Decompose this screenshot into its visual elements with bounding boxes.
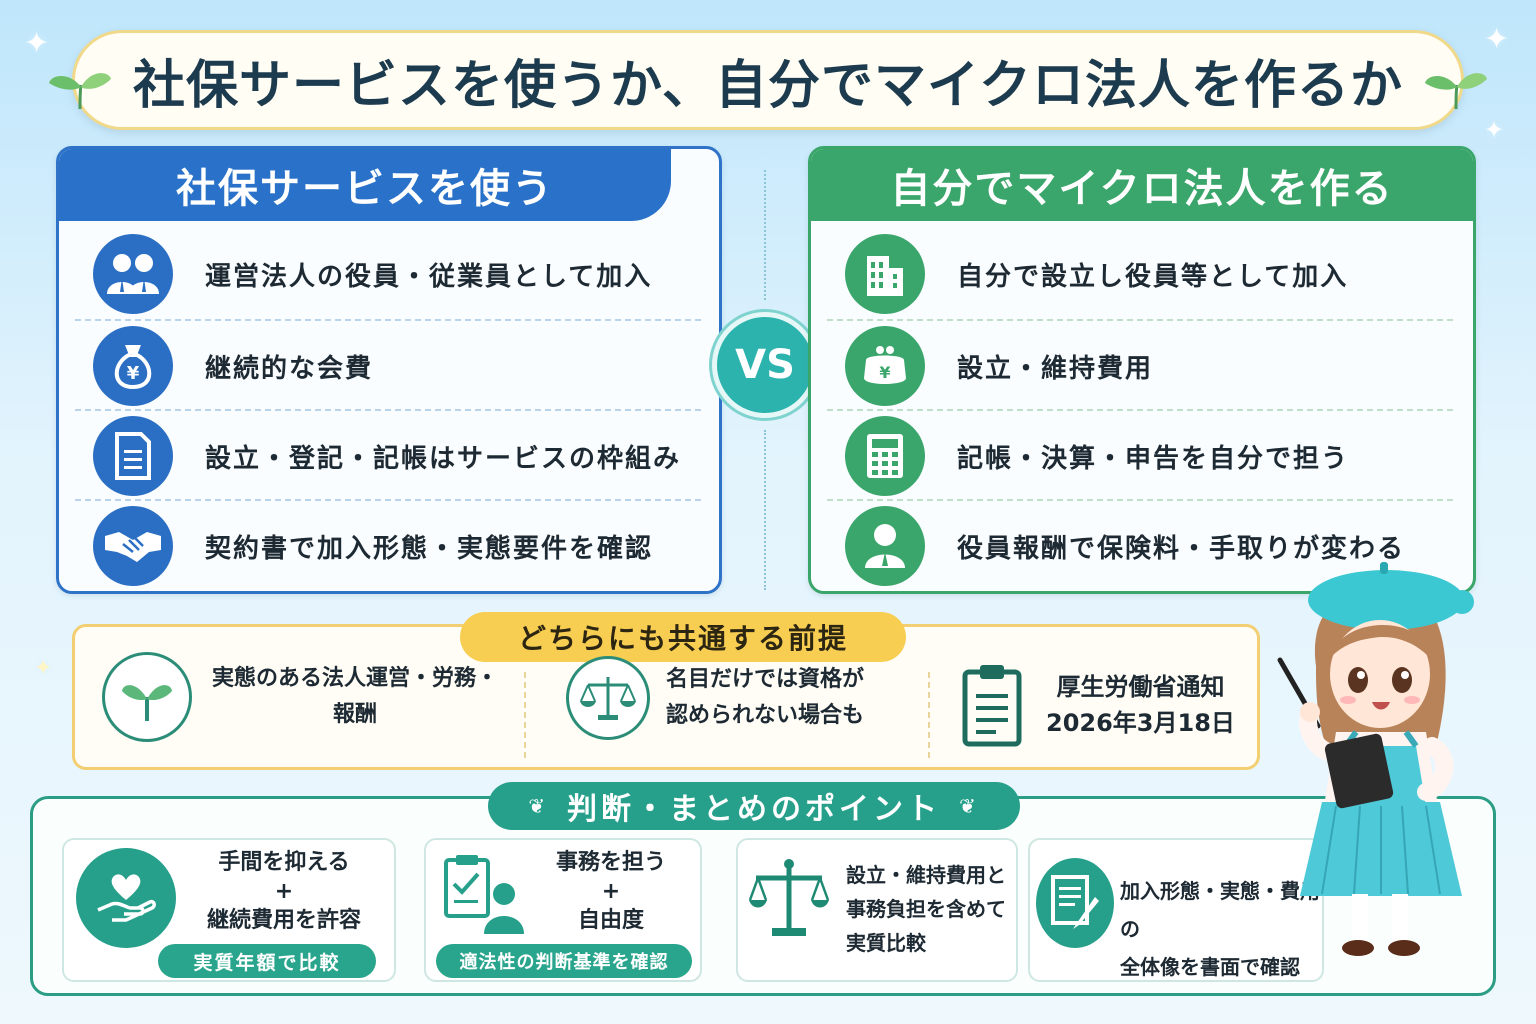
center-divider [764,430,766,590]
sprout-icon [102,652,192,742]
document-pen-icon [1036,858,1114,948]
summary-heading: ❦ 判断・まとめのポイント ❦ [488,782,1020,830]
list-item-label: 役員報酬で保険料・手取りが変わる [957,533,1406,564]
title-banner: 社保サービスを使うか、自分でマイクロ法人を作るか [49,30,1487,130]
divider [827,319,1453,321]
money-bag-icon: ¥ [93,326,173,406]
sparkle-icon: ✦ [1484,116,1505,144]
handshake-icon [93,506,173,586]
svg-text:¥: ¥ [127,363,140,384]
heart-hand-icon [76,848,176,948]
list-item-label: 自分で設立し役員等として加入 [957,261,1349,292]
center-divider [764,170,766,300]
purse-icon: ¥ [845,326,925,406]
list-item-label: 運営法人の役員・従業員として加入 [205,261,653,292]
card-text: 手間を抑える + 継続費用を許容 [206,850,361,933]
common-heading: どちらにも共通する前提 [460,612,906,662]
list-item-label: 継続的な会費 [205,353,374,384]
building-icon [845,234,925,314]
divider [928,672,930,758]
social-insurance-service-panel: 社保サービスを使う 運営法人の役員・従業員として加入 ¥ 継続的な会費 [56,146,722,594]
summary-card: 加入形態・実態・費用の 全体像を書面で確認 [1028,838,1324,982]
list-item-label: 記帳・決算・申告を自分で担う [957,443,1350,474]
summary-card: 手間を抑える + 継続費用を許容 実質年額で比較 [62,838,396,982]
sprout-icon: ❦ [528,794,549,818]
divider [827,499,1453,501]
comparison-pill: 実質年額で比較 [158,944,376,978]
clipboard-icon [962,665,1022,747]
list-item-label: 設立・登記・記帳はサービスの枠組み [205,443,682,474]
card-text: 事務を担う + 自由度 [555,850,666,933]
list-item-label: 契約書で加入形態・実態要件を確認 [205,533,654,564]
sprout-icon [49,73,111,110]
divider [827,409,1453,411]
svg-text:¥: ¥ [879,363,890,382]
list-item: ¥ 設立・維持費用 [811,321,1153,411]
list-item: 契約書で加入形態・実態要件を確認 [59,501,653,591]
executive-icon [845,506,925,586]
people-icon [93,234,173,314]
common-item-text: 厚生労働省通知 2026年3月18日 [1046,673,1235,737]
common-item: 実態のある法人運営・労務・ 報酬 [102,652,498,742]
list-item: 自分で設立し役員等として加入 [811,229,1348,319]
card-text: 設立・維持費用と 事務負担を含めて 実質比較 [846,863,1006,955]
common-item-text: 実態のある法人運営・労務・ 報酬 [212,666,499,727]
document-icon [93,416,173,496]
card-text: 加入形態・実態・費用の 全体像を書面で確認 [1120,879,1320,979]
divider [75,499,701,501]
vs-badge: VS [712,312,818,418]
page-title: 社保サービスを使うか、自分でマイクロ法人を作るか [133,55,1403,116]
common-item: 名目だけでは資格が 認められない場合も [566,656,864,740]
list-item: 役員報酬で保険料・手取りが変わる [811,501,1405,591]
scales-icon [748,859,830,936]
summary-card: 設立・維持費用と 事務負担を含めて 実質比較 [736,838,1018,982]
mascot-character [1277,562,1474,956]
common-item: 厚生労働省通知 2026年3月18日 [962,662,1235,748]
list-item: 記帳・決算・申告を自分で担う [811,411,1349,501]
sprout-icon: ❦ [959,794,980,818]
sparkle-icon: ✦ [1484,22,1510,57]
calculator-icon [845,416,925,496]
panel-heading: 自分でマイクロ法人を作る [811,149,1473,221]
list-item: ¥ 継続的な会費 [59,321,373,411]
common-item-text: 名目だけでは資格が 認められない場合も [666,667,865,728]
list-item-label: 設立・維持費用 [957,353,1154,384]
divider [75,409,701,411]
list-item: 運営法人の役員・従業員として加入 [59,229,652,319]
legality-pill: 適法性の判断基準を確認 [436,944,692,978]
list-item: 設立・登記・記帳はサービスの枠組み [59,411,681,501]
sprout-icon [1425,73,1487,110]
sparkle-icon: ✦ [34,656,53,681]
summary-card: 事務を担う + 自由度 適法性の判断基準を確認 [424,838,702,982]
panel-heading: 社保サービスを使う [59,149,671,221]
checklist-person-icon [444,855,524,934]
divider [75,319,701,321]
micro-corporation-panel: 自分でマイクロ法人を作る 自分で設立し役員等として加入 ¥ 設立・維持費用 [808,146,1476,594]
divider [524,672,526,758]
sparkle-icon: ✦ [24,26,50,61]
scales-icon [566,656,650,740]
